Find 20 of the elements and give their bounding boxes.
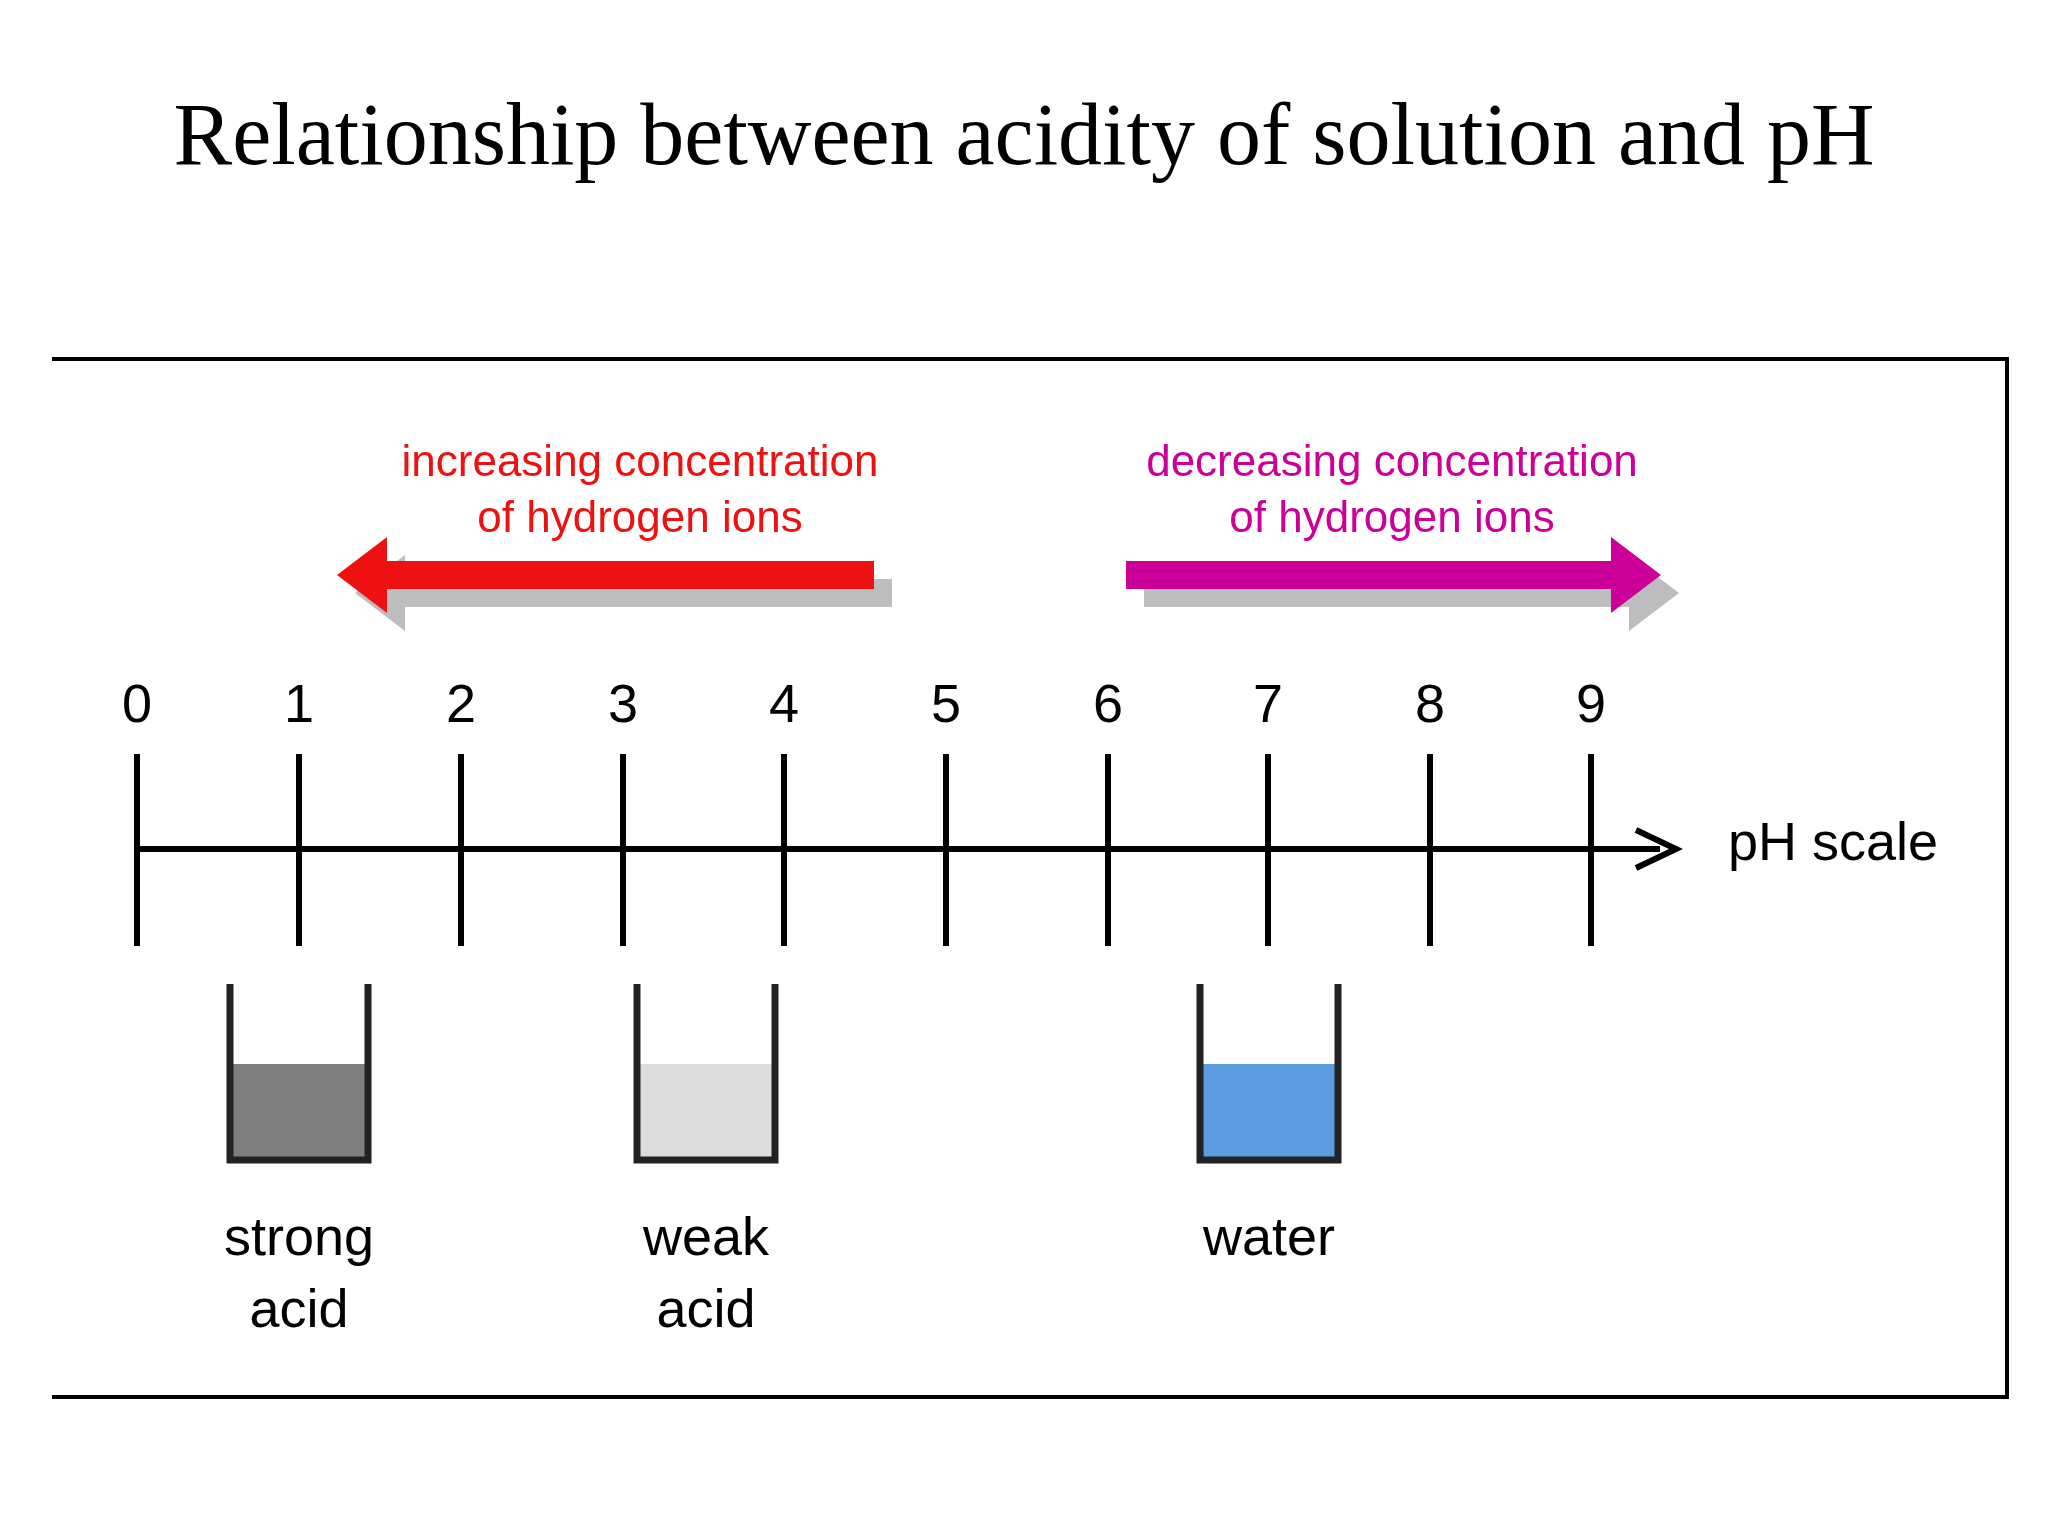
tick-number: 6 (1093, 675, 1124, 731)
beaker-label: water (1201, 1205, 1336, 1268)
beaker (633, 984, 779, 1164)
axis-label: pH scale (1728, 813, 1939, 869)
tick-number: 2 (446, 675, 477, 731)
tick-number: 9 (1576, 675, 1607, 731)
tick-number: 4 (769, 675, 800, 731)
tick-number: 1 (284, 675, 315, 731)
beaker-label: strong acid (222, 1205, 376, 1340)
arrow-caption: decreasing concentration of hydrogen ions (1145, 435, 1639, 543)
beaker (226, 984, 372, 1164)
tick-number: 3 (608, 675, 639, 731)
beaker-label: weak acid (641, 1205, 771, 1340)
beaker (1196, 984, 1342, 1164)
arrow-caption: increasing concentration of hydrogen ions (400, 435, 880, 543)
tick-number: 8 (1415, 675, 1446, 731)
tick-number: 0 (122, 675, 153, 731)
tick-number: 5 (931, 675, 962, 731)
tick-number: 7 (1253, 675, 1284, 731)
title: Relationship between acidity of solution and pH (172, 85, 1876, 185)
